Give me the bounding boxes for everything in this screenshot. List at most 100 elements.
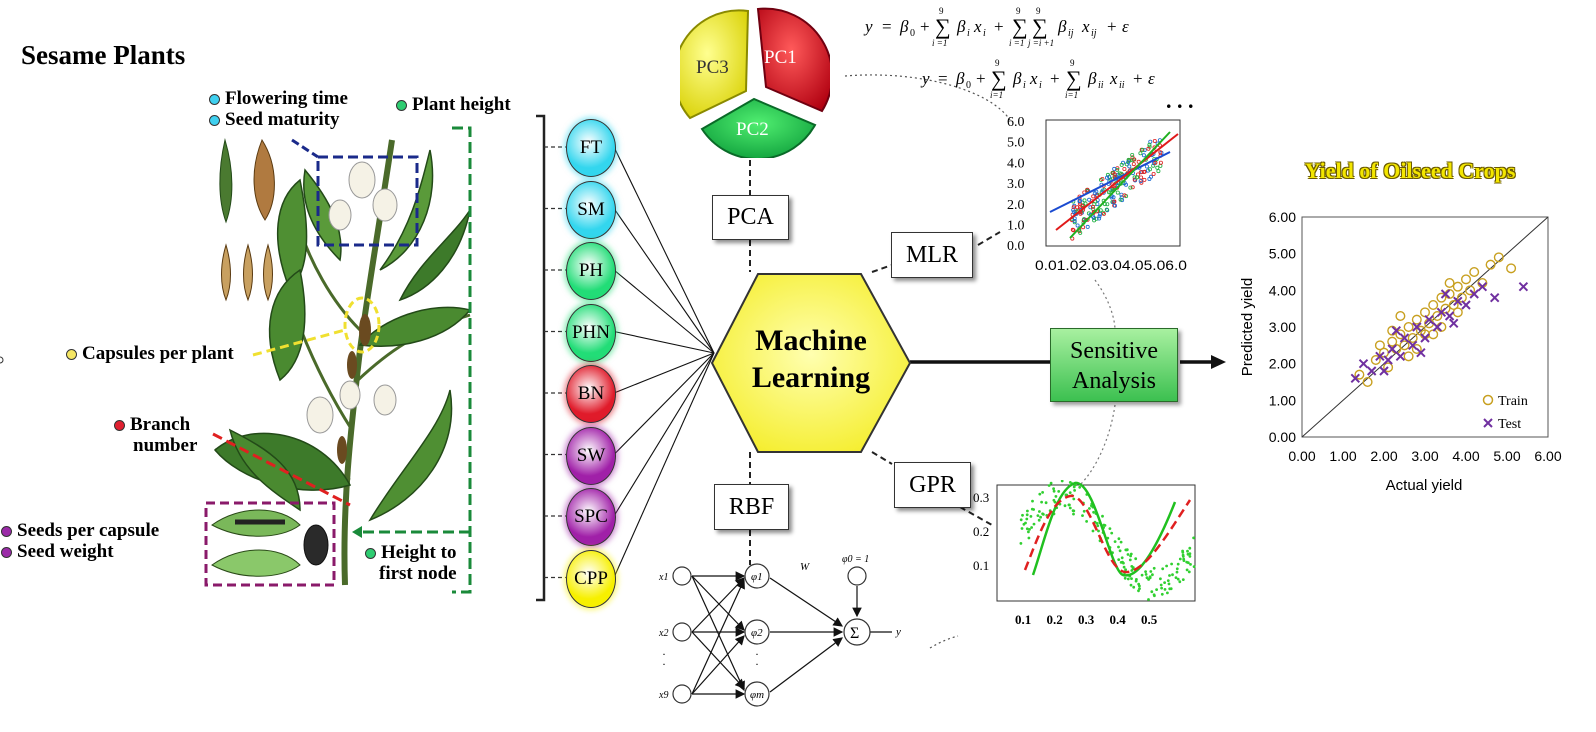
svg-text:·: · [755, 657, 759, 671]
gpr-point [1022, 522, 1026, 526]
mlr-point [1130, 185, 1135, 190]
feature-circle-spc: SPC [566, 488, 616, 546]
mlr-point [1138, 179, 1143, 184]
mlr-point [1147, 142, 1152, 147]
gpr-point [1186, 549, 1189, 553]
gpr-point [1060, 480, 1064, 483]
rbf-output-label: y [895, 626, 901, 638]
green-dot-icon [365, 548, 376, 560]
gpr-point [1072, 509, 1076, 513]
mlr-y-tick: 6.0 [1007, 115, 1025, 130]
mlr-point [1132, 157, 1137, 162]
mlr-point [1077, 199, 1082, 204]
gpr-point [1144, 570, 1147, 573]
gpr-x-tick: 0.2 [1047, 612, 1063, 627]
gpr-point [1041, 491, 1044, 494]
svg-text:i: i [967, 28, 970, 39]
feature-circle-bn: BN [566, 365, 616, 423]
feature-label: FT [579, 137, 603, 158]
train-point [1444, 277, 1455, 288]
gpr-point [1117, 558, 1121, 561]
svg-text:β: β [1012, 69, 1022, 88]
gpr-point [1159, 577, 1162, 581]
feature-label: SM [577, 198, 605, 220]
mlr-point [1126, 157, 1131, 162]
gpr-point [1020, 527, 1024, 530]
gpr-point [1126, 553, 1130, 556]
gpr-point [1072, 512, 1075, 516]
feature-connector-line [613, 269, 715, 354]
feature-connector-line [613, 352, 715, 455]
yield-x-tick: 4.00 [1452, 448, 1479, 464]
yield-chart-title: Yield of Oilseed Crops [1304, 158, 1516, 183]
gpr-point [1147, 598, 1150, 601]
legend-test-label: Test [1498, 417, 1521, 432]
svg-text:+: + [994, 17, 1004, 36]
mlr-point [1122, 193, 1127, 198]
svg-text:∑: ∑ [1066, 66, 1082, 91]
train-point [1383, 362, 1394, 373]
svg-text:ii: ii [1119, 80, 1125, 91]
mlr-point [1104, 207, 1109, 212]
mlr-point [1071, 208, 1076, 213]
yield-x-tick: 0.00 [1288, 448, 1315, 464]
train-point [1436, 292, 1447, 303]
gpr-point [1063, 504, 1067, 508]
feature-connector-line [613, 352, 715, 578]
gpr-point [1140, 573, 1144, 577]
gpr-point [1189, 563, 1192, 566]
svg-text:y: y [920, 69, 930, 88]
gpr-point [1120, 556, 1124, 560]
gpr-point [1068, 506, 1072, 510]
mlr-point [1115, 190, 1120, 195]
mlr-point [1101, 211, 1106, 216]
mlr-point [1072, 220, 1077, 225]
feature-connectors [536, 114, 715, 602]
gpr-point [1073, 489, 1076, 492]
pc3-segment [680, 9, 750, 120]
gpr-point [1170, 562, 1173, 566]
rbf-weight-label: W [800, 561, 810, 573]
svg-text:ij: ij [1091, 28, 1097, 39]
mlr-point [1109, 195, 1114, 200]
feature-circle-ph: PH [566, 242, 616, 300]
gpr-point [1102, 523, 1106, 527]
gpr-point [1168, 574, 1171, 577]
trait-flowering-time: Flowering time [209, 88, 348, 110]
trait-height-first-node-label-2: first node [379, 563, 457, 584]
gpr-point [1126, 577, 1130, 581]
gpr-point [1119, 561, 1123, 564]
gpr-point [1129, 552, 1133, 556]
mlr-point [1071, 228, 1076, 233]
gpr-point [1171, 573, 1174, 577]
test-point [1420, 333, 1430, 343]
gpr-point [1166, 591, 1169, 595]
legend-train-label: Train [1498, 394, 1528, 409]
gpr-point [1130, 565, 1134, 568]
gpr-point [1151, 573, 1154, 577]
gpr-point [1078, 485, 1082, 489]
feature-label: PHN [571, 321, 610, 343]
mlr-point [1098, 212, 1103, 217]
test-point [1383, 355, 1393, 365]
gpr-point [1040, 500, 1043, 504]
mlr-point [1126, 160, 1131, 165]
pc2-segment [700, 97, 817, 158]
train-point [1506, 263, 1517, 274]
svg-text:x: x [1109, 69, 1118, 88]
test-point [1440, 289, 1451, 299]
gpr-point [1182, 559, 1186, 562]
train-point [1354, 369, 1365, 380]
test-point [1395, 351, 1406, 362]
mlr-point [1071, 205, 1076, 210]
gpr-point [1134, 557, 1138, 561]
yield-x-tick: 2.00 [1370, 448, 1397, 464]
mlr-point [1152, 138, 1157, 143]
legend-train-marker [1482, 394, 1494, 406]
gpr-point [1030, 526, 1033, 529]
train-point [1374, 340, 1385, 351]
mlr-point [1127, 164, 1132, 169]
cyan-dot-icon [209, 94, 220, 106]
yield-x-tick: 3.00 [1411, 448, 1438, 464]
mlr-point [1147, 177, 1152, 182]
